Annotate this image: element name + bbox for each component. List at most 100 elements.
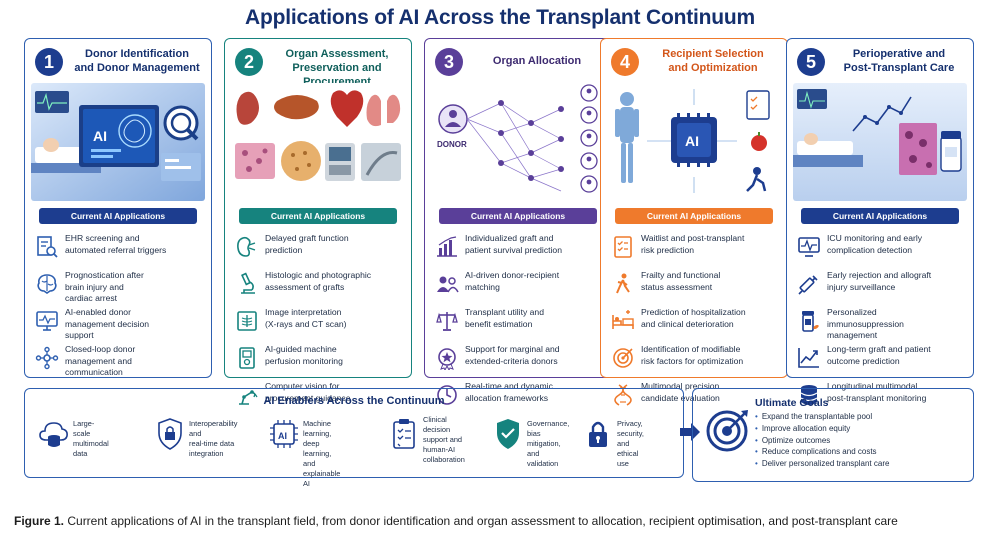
current-applications-header: Current AI Applications [615,208,773,224]
checklist-icon [614,236,632,258]
caption-text: Current applications of AI in the transp… [64,514,898,528]
current-applications-header: Current AI Applications [439,208,597,224]
item-line: Closed-loop donor [65,344,136,354]
enabler-line: Governance, [527,419,570,428]
panel-title-line-1: Organ Assessment, [285,48,389,60]
enabler-line: and validation [527,449,559,468]
recipient-evaluation-illustration: AI [607,83,781,201]
item-line: ICU monitoring and early [827,233,923,243]
item-line: Delayed graft function [265,233,349,243]
svg-text:AI: AI [93,128,107,144]
bar-chart-icon [437,236,457,257]
enabler-line: integration [189,449,224,458]
item-line: Computer vision for [265,381,340,391]
item-line: AI-guided machine [265,344,337,354]
item-line: patient survival prediction [465,244,562,255]
panel-header: 4 Recipient Selection and Optimization [607,43,781,83]
panel-header: 5 Perioperative and Post-Transplant Care [793,43,967,83]
walking-person-icon [616,273,630,294]
kidney-icon [237,236,256,257]
dna-icon [614,384,632,406]
panel-title: Organ Allocation [467,54,607,68]
enabler-line: human-AI [423,445,456,454]
people-icon [437,276,459,293]
step-number-badge: 3 [435,48,463,76]
panel-title-line-1: Recipient Selection [662,48,764,60]
clipboard-check-icon [393,419,415,449]
item-line: matching [465,281,500,292]
item-line: outcome prediction [827,355,900,366]
figure-title: Applications of AI Across the Transplant… [245,6,755,29]
panel-recipient-selection: 4 Recipient Selection and Optimization A… [600,38,788,406]
item-line: Histologic and photographic [265,270,372,280]
item-line: (X-rays and CT scan) [265,318,347,329]
enabler-line: and ethical use [617,439,639,468]
goal-item: Reduce complications and costs [755,446,889,458]
panel-organ-assessment: 2 Organ Assessment, Preservation and Pro… [224,38,412,405]
item-line: management [827,330,878,340]
organs-illustration [231,83,405,201]
panel-title-line-1: Donor Identification [85,48,189,60]
goal-item: Expand the transplantable pool [755,411,889,423]
enabler-line: bias mitigation, [527,429,561,448]
item-line: candidate evaluation [641,392,720,403]
item-line: Image interpretation [265,307,342,317]
goal-item: Improve allocation equity [755,423,889,435]
item-line: cardiac arrest [65,293,118,303]
step-number-badge: 4 [611,48,639,76]
panel-organ-allocation: 3 Organ Allocation DONOR Current AI Appl [424,38,612,405]
robot-arm-icon [239,390,258,405]
item-line: extended-criteria donors [465,355,558,366]
item-line: allocation frameworks [465,392,549,403]
item-line: benefit estimation [465,318,533,329]
enabler-text: Governance,bias mitigation,and validatio… [527,419,569,469]
item-line: support [65,330,94,340]
item-line: procurement guidance [265,392,351,403]
enabler-line: collaboration [423,455,465,464]
item-line: Multimodal precision [641,381,720,391]
item-line: Support for marginal and [465,344,560,354]
item-line: Transplant utility and [465,307,544,317]
ai-chip-icon: AI [270,420,298,448]
panel-header: 2 Organ Assessment, Preservation and Pro… [231,43,405,88]
svg-text:AI: AI [685,133,699,149]
step-number-badge: 5 [797,48,825,76]
panel-donor-identification: 1 Donor Identification and Donor Managem… [24,38,212,378]
list-item: Image interpretation(X-rays and CT scan) [231,305,407,342]
target-icon [613,348,633,368]
figure-caption: Figure 1. Current applications of AI in … [14,514,986,529]
item-line: assessment of grafts [265,281,345,292]
panel-title-line-2: and Optimization [668,62,758,74]
panel-title-line-2: and Donor Management [74,62,200,74]
